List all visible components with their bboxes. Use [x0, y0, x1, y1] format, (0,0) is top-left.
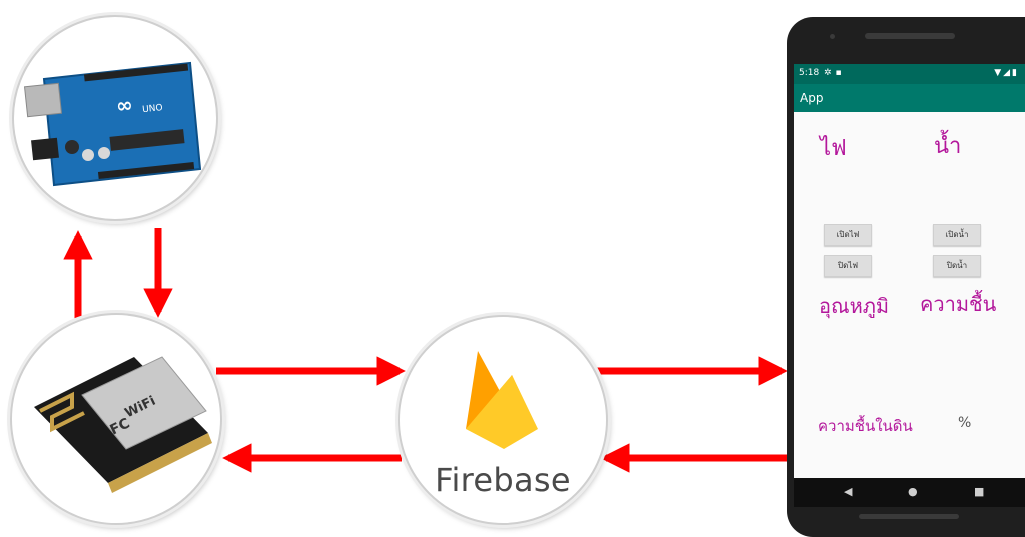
status-right-icons: ▼◢▮	[994, 68, 1019, 78]
svg-text:FC: FC	[108, 415, 133, 438]
water-off-button[interactable]: ปิดน้ำ	[933, 255, 981, 277]
esp8266-module-image: WiFi FC	[34, 356, 212, 493]
water-on-button[interactable]: เปิดน้ำ	[933, 224, 981, 246]
firebase-logo-icon	[466, 351, 538, 449]
arduino-board-image: ∞ UNO	[23, 61, 202, 187]
status-left-icons: ✲▪	[824, 68, 846, 78]
soil-moisture-percent: %	[958, 415, 972, 431]
light-label: ไฟ	[820, 136, 847, 161]
arduino-node: ∞ UNO	[12, 15, 218, 221]
phone-camera	[830, 34, 835, 39]
app-bar: App	[794, 84, 1025, 112]
esp8266-node: WiFi FC	[10, 313, 222, 525]
nav-bar: ◀ ● ■	[794, 478, 1025, 507]
diagram-arrows	[63, 228, 790, 473]
phone-bottom-speaker	[859, 514, 959, 519]
phone-speaker	[865, 33, 955, 39]
soil-moisture-label: ความชื้นในดิน	[818, 417, 913, 435]
android-phone: 5:18 ✲▪ ▼◢▮ App ไฟ น้ำ เปิดไฟ ปิดไฟ เปิด…	[787, 17, 1025, 537]
firebase-label: Firebase	[435, 461, 571, 499]
status-bar: 5:18 ✲▪ ▼◢▮	[794, 64, 1025, 84]
wifi-icon: ▼	[994, 68, 1004, 78]
humidity-label: ความชื้น	[920, 292, 997, 316]
water-label: น้ำ	[934, 134, 962, 159]
status-time: 5:18	[799, 68, 820, 78]
svg-text:∞: ∞	[115, 92, 134, 118]
firebase-node: Firebase	[398, 315, 608, 525]
sd-card-icon: ▪	[835, 68, 846, 78]
light-on-button[interactable]: เปิดไฟ	[824, 224, 872, 246]
app-title: App	[800, 91, 824, 105]
svg-text:UNO: UNO	[142, 103, 163, 115]
battery-icon: ▮	[1012, 68, 1019, 78]
back-icon[interactable]: ◀	[844, 485, 853, 498]
phone-screen: 5:18 ✲▪ ▼◢▮ App ไฟ น้ำ เปิดไฟ ปิดไฟ เปิด…	[794, 64, 1025, 507]
light-off-button[interactable]: ปิดไฟ	[824, 255, 872, 277]
recent-apps-icon[interactable]: ■	[974, 485, 985, 498]
signal-icon: ◢	[1003, 68, 1013, 78]
temperature-label: อุณหภูมิ	[819, 294, 890, 318]
settings-icon: ✲	[824, 68, 836, 78]
firebase-flame-right	[466, 375, 538, 449]
firebase-flame-left	[466, 351, 502, 429]
home-icon[interactable]: ●	[908, 485, 918, 498]
